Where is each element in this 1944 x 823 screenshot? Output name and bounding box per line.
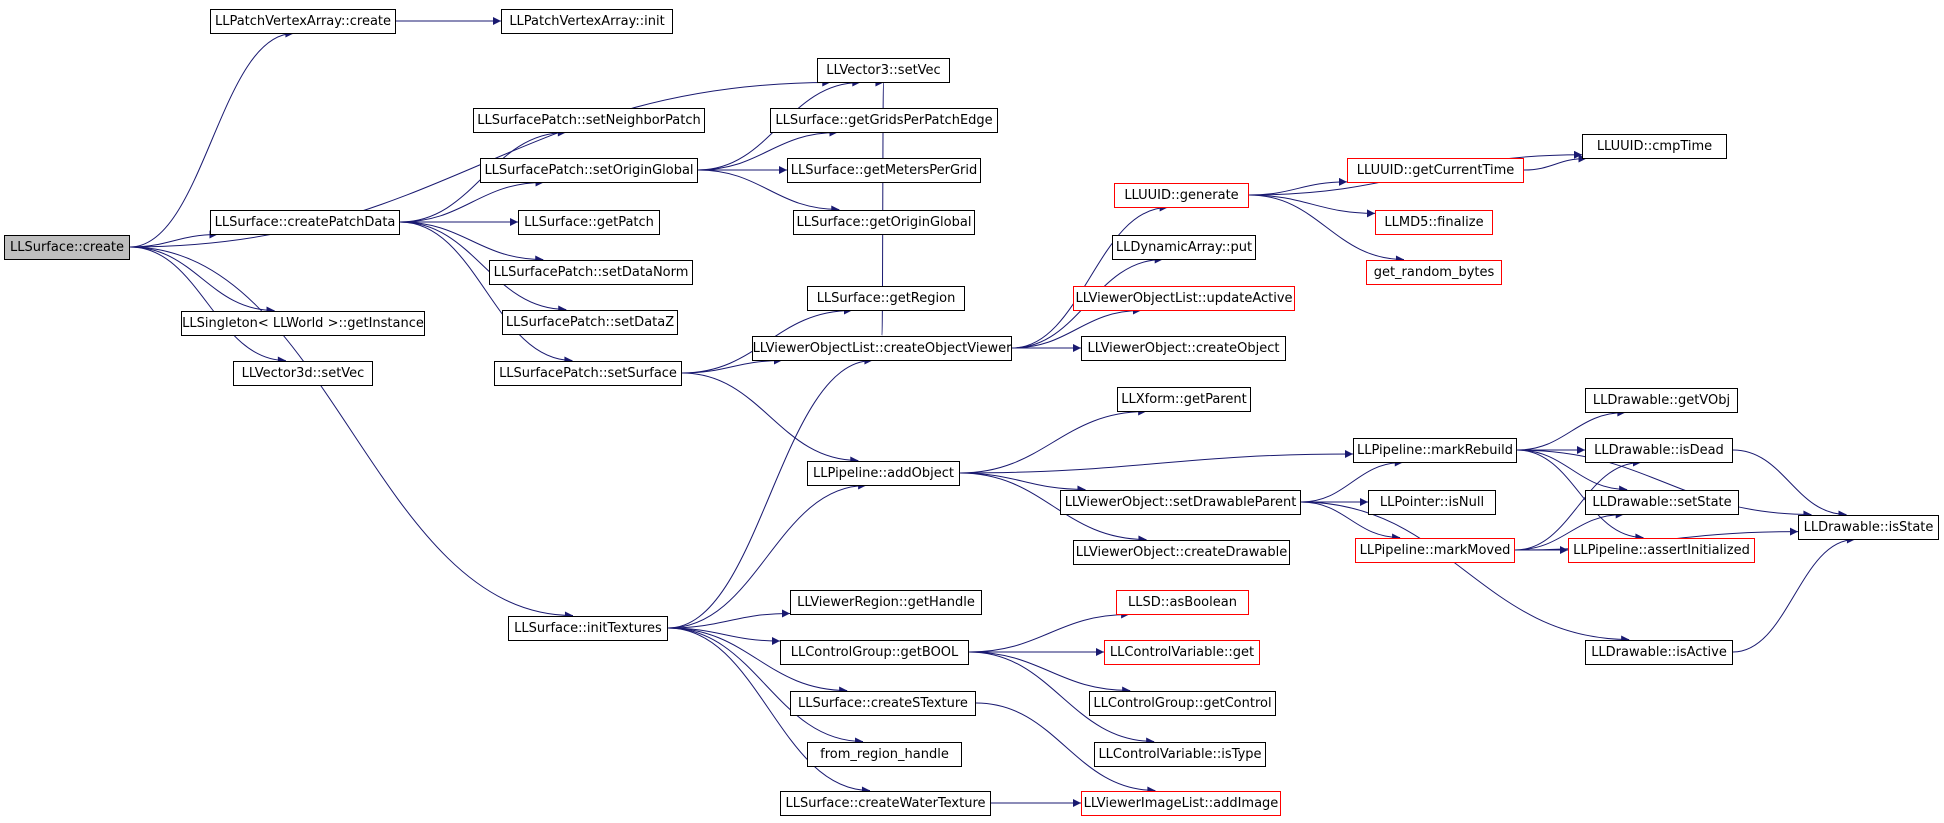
call-edge (667, 609, 791, 629)
call-edge (1732, 449, 1847, 519)
call-edge (959, 472, 1086, 494)
graph-node[interactable]: LLSurfacePatch::setDataNorm (489, 259, 693, 285)
call-edge (697, 169, 840, 214)
graph-node[interactable]: LLSurfacePatch::setDataZ (502, 309, 678, 335)
graph-node[interactable]: LLControlGroup::getControl (1089, 690, 1276, 716)
graph-node[interactable]: LLSurface::initTextures (508, 615, 668, 641)
call-edge (1248, 194, 1376, 218)
call-edge (1300, 501, 1630, 644)
call-edge (968, 651, 1131, 695)
graph-node[interactable]: LLUUID::getCurrentTime (1347, 157, 1524, 183)
call-edge (959, 472, 1147, 544)
call-edge (667, 481, 867, 629)
graph-node[interactable]: LLDynamicArray::put (1112, 234, 1256, 260)
graph-node[interactable]: LLSurfacePatch::setSurface (494, 360, 682, 386)
call-edge (1516, 408, 1626, 451)
call-edge (667, 627, 848, 695)
graph-node[interactable]: LLViewerObjectList::createObjectViewer (752, 335, 1012, 361)
call-edge (681, 372, 859, 465)
call-edge (129, 246, 275, 315)
call-edge (1248, 177, 1348, 196)
graph-node[interactable]: LLDrawable::getVObj (1585, 387, 1738, 413)
call-edge (1300, 501, 1401, 542)
call-edge (975, 702, 1156, 795)
call-edge (399, 221, 567, 314)
call-edge (874, 81, 884, 336)
call-edge (1516, 449, 1628, 494)
call-edge (968, 610, 1130, 653)
graph-node[interactable]: LLViewerRegion::getHandle (790, 589, 982, 615)
graph-node[interactable]: LLSurface::getRegion (807, 285, 965, 311)
call-edge (1011, 306, 1142, 349)
graph-node[interactable]: LLPipeline::addObject (807, 460, 960, 486)
graph-node[interactable]: get_random_bytes (1366, 259, 1502, 285)
graph-node[interactable]: LLSurface::getGridsPerPatchEdge (770, 107, 998, 133)
graph-node[interactable]: LLPointer::isNull (1368, 489, 1496, 515)
graph-node[interactable]: LLUUID::generate (1114, 182, 1249, 208)
graph-node[interactable]: LLDrawable::isDead (1585, 437, 1733, 463)
graph-node[interactable]: LLControlGroup::getBOOL (780, 639, 969, 665)
graph-node[interactable]: LLUUID::cmpTime (1582, 133, 1727, 159)
graph-node[interactable]: LLMD5::finalize (1375, 209, 1493, 235)
graph-node[interactable]: LLPatchVertexArray::create (210, 8, 396, 34)
call-edge (1514, 458, 1642, 551)
graph-node[interactable]: LLViewerObject::createObject (1081, 335, 1286, 361)
call-edge (959, 449, 1354, 474)
graph-node[interactable]: from_region_handle (807, 741, 962, 767)
graph-node[interactable]: LLSurface::getOriginGlobal (793, 209, 975, 235)
graph-node[interactable]: LLDrawable::isActive (1585, 639, 1733, 665)
call-edge (1514, 510, 1624, 551)
graph-node[interactable]: LLViewerObjectList::updateActive (1073, 285, 1295, 311)
call-edge (129, 230, 218, 248)
call-edge (681, 356, 783, 374)
call-edge (667, 356, 873, 629)
call-edge (1300, 458, 1403, 503)
graph-node[interactable]: LLSurface::createPatchData (210, 209, 400, 235)
call-edge (1516, 449, 1812, 519)
call-edge (399, 178, 544, 223)
call-edge (1516, 449, 1644, 542)
graph-node[interactable]: LLVector3d::setVec (233, 360, 373, 386)
call-edge (129, 29, 294, 248)
call-edge (129, 246, 573, 620)
graph-node[interactable]: LLSurface::create (4, 234, 130, 260)
graph-node[interactable]: LLDrawable::isState (1798, 514, 1939, 540)
call-edge (1011, 203, 1168, 349)
graph-node[interactable]: LLControlVariable::get (1104, 639, 1260, 665)
graph-node[interactable]: LLSurface::createSTexture (790, 690, 976, 716)
graph-node[interactable]: LLSurface::getPatch (518, 209, 660, 235)
graph-node[interactable]: LLPatchVertexArray::init (501, 8, 673, 34)
graph-node[interactable]: LLSD::asBoolean (1116, 589, 1249, 615)
call-edge (129, 246, 286, 365)
call-edge (667, 627, 864, 746)
call-edge (667, 627, 870, 795)
graph-node[interactable]: LLSurfacePatch::setOriginGlobal (480, 157, 698, 183)
graph-node[interactable]: LLViewerObject::createDrawable (1073, 539, 1290, 565)
graph-node[interactable]: LLSurface::getMetersPerGrid (787, 157, 981, 183)
call-edge (1732, 535, 1855, 653)
graph-node[interactable]: LLDrawable::setState (1585, 489, 1739, 515)
call-edge (399, 221, 544, 264)
graph-node[interactable]: LLXform::getParent (1117, 386, 1251, 412)
graph-node[interactable]: LLPipeline::markRebuild (1353, 437, 1517, 463)
graph-node[interactable]: LLPipeline::assertInitialized (1568, 537, 1755, 563)
call-edge (399, 221, 573, 365)
graph-node[interactable]: LLVector3::setVec (817, 57, 950, 83)
graph-node[interactable]: LLPipeline::markMoved (1355, 537, 1515, 563)
graph-node[interactable]: LLControlVariable::isType (1094, 741, 1266, 767)
graph-node[interactable]: LLViewerImageList::addImage (1081, 790, 1281, 816)
call-edge (697, 128, 838, 171)
call-edge (959, 407, 1147, 474)
graph-node[interactable]: LLViewerObject::setDrawableParent (1060, 489, 1301, 515)
graph-node[interactable]: LLSurface::createWaterTexture (780, 790, 991, 816)
call-edge (1248, 194, 1404, 264)
call-edge (968, 651, 1155, 746)
call-edge (1523, 154, 1587, 171)
graph-node[interactable]: LLSurfacePatch::setNeighborPatch (473, 107, 705, 133)
graph-node[interactable]: LLSingleton< LLWorld >::getInstance (181, 310, 425, 336)
